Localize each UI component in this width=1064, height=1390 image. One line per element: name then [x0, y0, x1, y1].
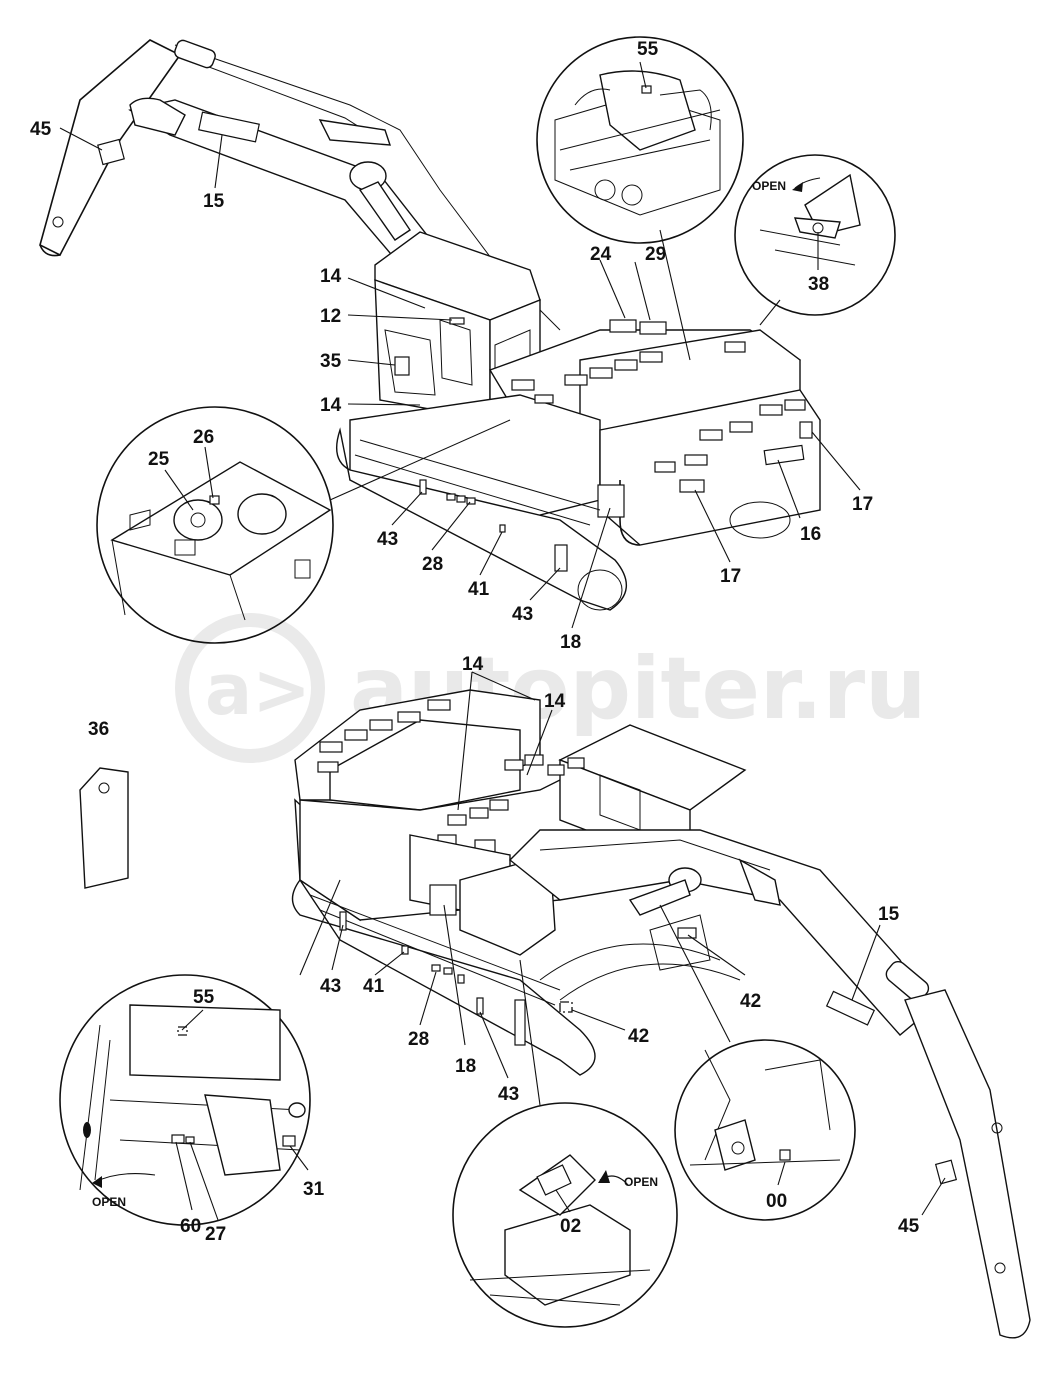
detail-circle-cover: OPEN — [734, 154, 896, 326]
label-27: 27 — [205, 1224, 226, 1245]
label-26: 26 — [193, 427, 214, 448]
excavator-bottom-view — [291, 689, 1031, 1339]
detail-circle-swing — [659, 904, 856, 1221]
label-15-top: 15 — [203, 191, 225, 212]
label-45-top: 45 — [30, 119, 52, 140]
label-14-b: 14 — [320, 395, 342, 416]
tag-36 — [79, 767, 129, 889]
bottom-vents — [317, 699, 585, 853]
label-14-a: 14 — [320, 266, 342, 287]
svg-text:a>: a> — [205, 649, 311, 731]
leader-lines — [59, 61, 946, 1221]
label-35: 35 — [320, 351, 342, 372]
label-60: 60 — [180, 1216, 201, 1237]
label-42-a: 42 — [740, 991, 761, 1012]
open-label-left: OPEN — [92, 1195, 126, 1209]
detail-circle-bottom-left: OPEN — [59, 879, 341, 1226]
label-45-bottom: 45 — [898, 1216, 920, 1237]
label-14-c: 14 — [462, 654, 484, 675]
label-15-bottom: 15 — [878, 904, 900, 925]
label-43-a: 43 — [377, 529, 398, 550]
label-14-d: 14 — [544, 691, 566, 712]
label-31: 31 — [303, 1179, 325, 1200]
label-38: 38 — [808, 274, 829, 295]
open-label-top: OPEN — [752, 179, 786, 193]
label-00: 00 — [766, 1191, 787, 1212]
label-17-a: 17 — [720, 566, 741, 587]
label-28-a: 28 — [422, 554, 443, 575]
label-28-b: 28 — [408, 1029, 429, 1050]
callout-labels: 45 15 55 24 29 38 14 12 35 14 26 25 43 2… — [30, 39, 920, 1245]
watermark: a> autopiter.ru — [175, 613, 926, 763]
label-41-b: 41 — [363, 976, 385, 997]
label-55-top: 55 — [637, 39, 659, 60]
label-25: 25 — [148, 449, 170, 470]
label-16: 16 — [800, 524, 821, 545]
label-17-b: 17 — [852, 494, 873, 515]
label-41-a: 41 — [468, 579, 490, 600]
detail-circle-toolbox: OPEN — [452, 959, 678, 1328]
label-42-b: 42 — [628, 1026, 649, 1047]
label-43-c: 43 — [320, 976, 341, 997]
detail-circle-tank — [96, 406, 511, 644]
label-12: 12 — [320, 306, 341, 327]
label-18-b: 18 — [455, 1056, 476, 1077]
label-02: 02 — [560, 1216, 581, 1237]
engine-hood-vents — [511, 319, 806, 473]
label-18-a: 18 — [560, 632, 581, 653]
open-label-center: OPEN — [624, 1175, 658, 1189]
label-29: 29 — [645, 244, 666, 265]
label-43-b: 43 — [512, 604, 533, 625]
label-55-bottom: 55 — [193, 987, 215, 1008]
excavator-top-view — [39, 39, 821, 611]
label-43-d: 43 — [498, 1084, 519, 1105]
label-36: 36 — [88, 719, 109, 740]
detail-circle-engine — [536, 36, 744, 361]
label-24: 24 — [590, 244, 612, 265]
